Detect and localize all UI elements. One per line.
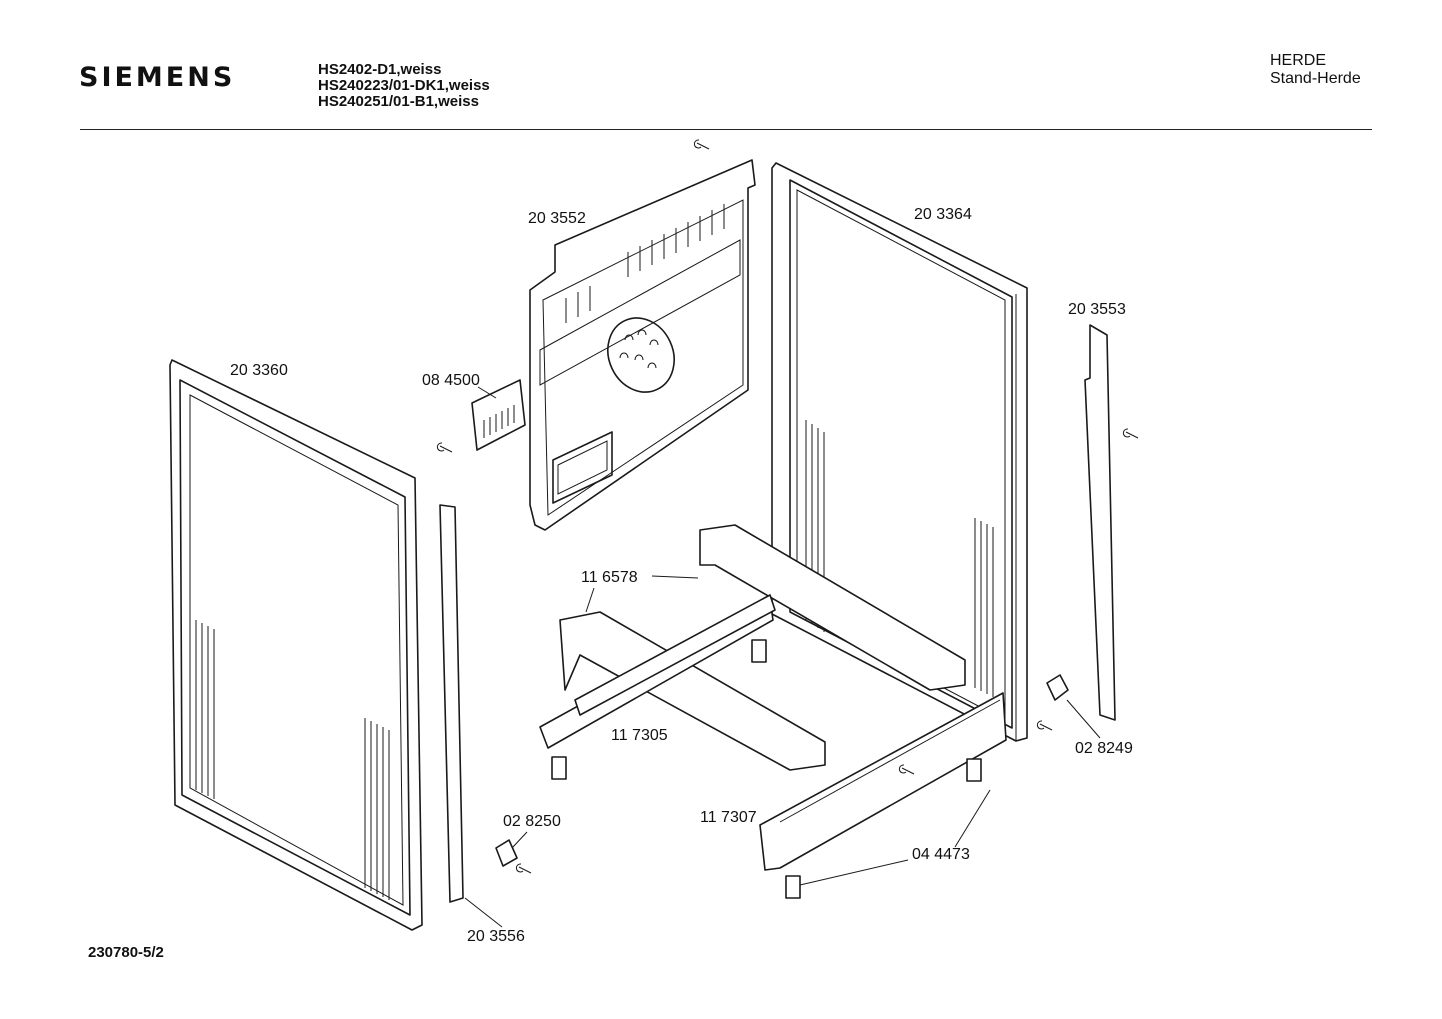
part-label: 20 3553 [1068,301,1126,318]
trim-strip [439,504,464,903]
model-list: HS2402-D1,weiss HS240223/01-DK1,weiss HS… [318,62,490,110]
part-label: 08 4500 [422,372,480,389]
part-label: 11 7305 [611,727,668,744]
part-label: 20 3364 [914,206,972,223]
part-label: 20 3360 [230,362,288,379]
vent-grille [436,379,526,453]
kick-plate [759,692,1007,871]
part-label: 04 4473 [912,846,970,863]
part-labels: 20 3552 20 3364 20 3553 20 3360 08 4500 … [230,206,1133,945]
model-line: HS240251/01-B1,weiss [318,93,479,110]
document-number: 230780-5/2 [88,944,164,961]
part-label: 02 8249 [1075,740,1133,757]
part-label: 02 8250 [503,813,561,830]
bracket-right [1046,674,1069,701]
part-label: 11 6578 [581,569,638,586]
brand-logo: SIEMENS [79,62,236,93]
foot-front-right [966,758,982,782]
right-trim-strip [1084,324,1139,721]
small-parts [495,139,1069,899]
part-label: 20 3552 [528,210,586,227]
base-frame [539,524,966,780]
foot-front-left [785,875,801,899]
model-line: HS240223/01-DK1,weiss [318,77,490,94]
category-subtitle: Stand-Herde [1270,70,1361,87]
model-line: HS2402-D1,weiss [318,61,442,78]
header-divider [80,129,1372,130]
bracket-left [495,839,518,867]
left-side-panel [169,359,423,931]
leader-lines [464,386,1101,928]
part-label: 20 3556 [467,928,525,945]
part-label: 11 7307 [700,809,757,826]
category-block: HERDE Stand-Herde [1270,52,1361,88]
back-wall-panel [529,159,756,531]
category-title: HERDE [1270,52,1327,69]
